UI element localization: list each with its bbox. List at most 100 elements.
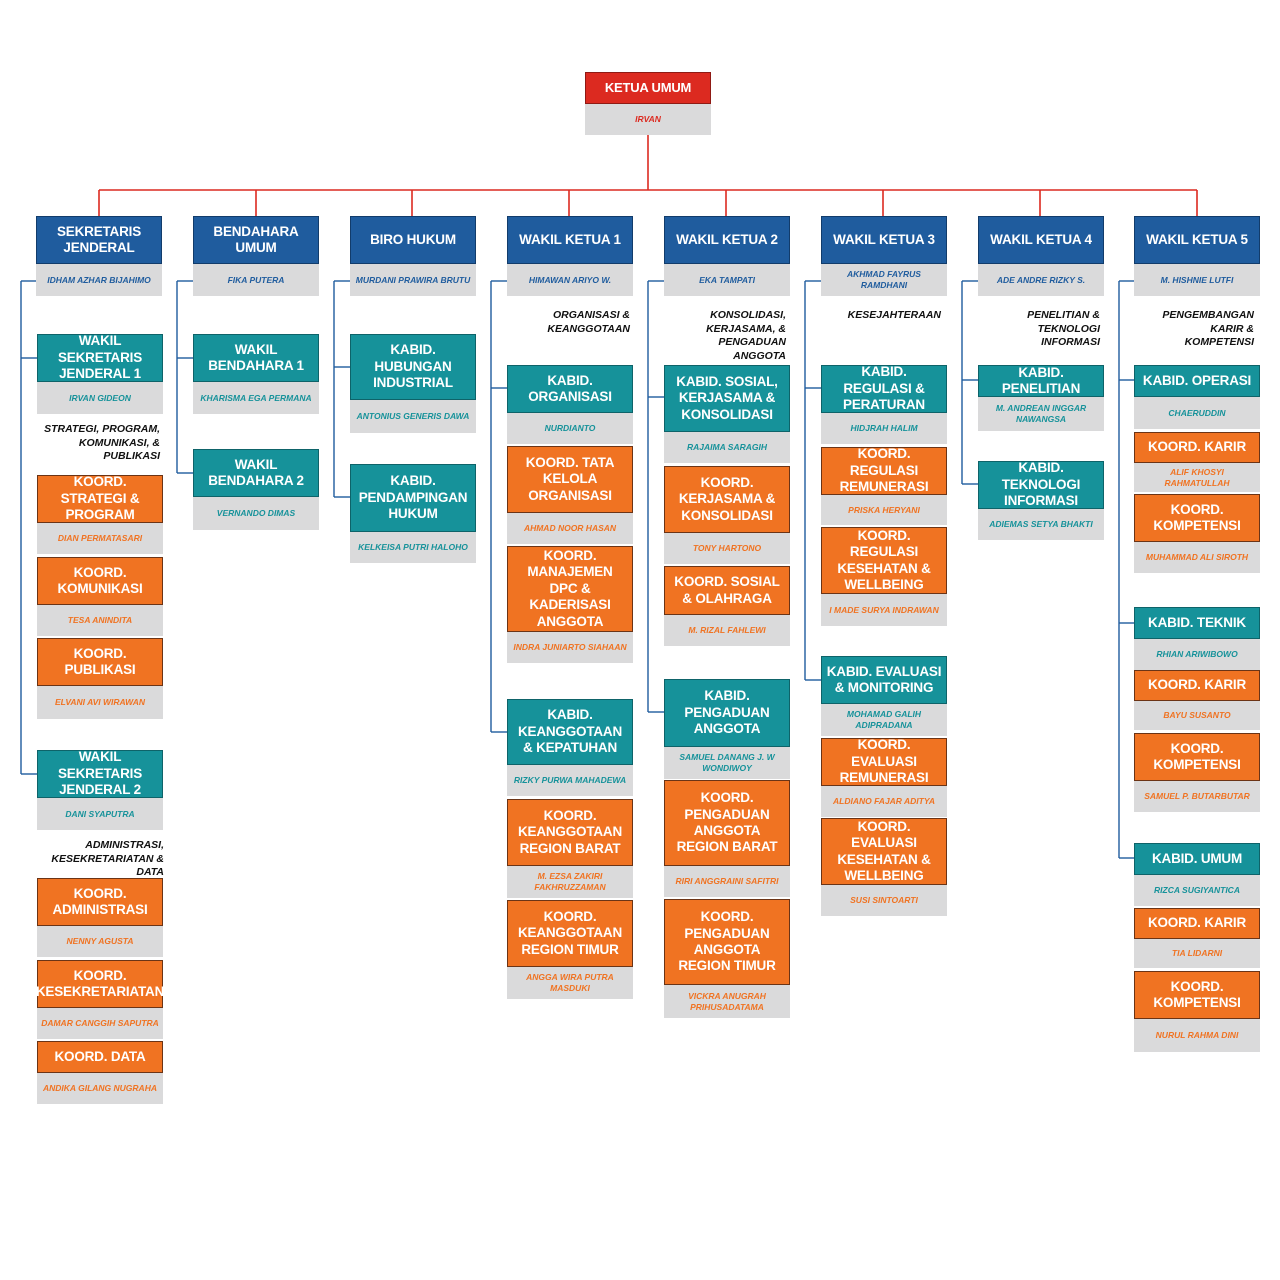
unit-name: ANGGA WIRA PUTRA MASDUKI [507,967,633,999]
unit-name-text: HIDJRAH HALIM [850,423,918,434]
unit-box: KOORD. REGULASI REMUNERASI [821,446,947,495]
unit-name-text: MOHAMAD GALIH ADIPRADANA [846,709,922,730]
unit-name: INDRA JUNIARTO SIAHAAN [507,632,633,663]
unit-name: RHIAN ARIWIBOWO [1134,639,1260,670]
unit-name: KHARISMA EGA PERMANA [193,382,319,414]
unit-name-text: RIZCA SUGIYANTICA [1154,885,1240,896]
unit-box: WAKIL BENDAHARA 2 [193,449,319,497]
unit-box: KOORD. KOMPETENSI [1134,733,1260,781]
unit-name: SAMUEL DANANG J. W WONDIWOY [664,747,790,779]
unit-name-text: RHIAN ARIWIBOWO [1156,649,1238,660]
bendahara-name: FIKA PUTERA [193,264,319,296]
unit-name: DAMAR CANGGIH SAPUTRA [37,1008,163,1039]
unit-title: KOORD. KOMPETENSI [1153,501,1241,533]
unit-title: KOORD. DATA [54,1048,146,1064]
wakil-ketua-2-box: WAKIL KETUA 2 [664,216,790,264]
unit-name: TESA ANINDITA [37,605,163,636]
unit-name-text: VERNANDO DIMAS [216,508,296,519]
unit-name-text: M. EZSA ZAKIRI FAKHRUZZAMAN [534,871,606,892]
unit-title: WAKIL BENDAHARA 1 [208,341,304,373]
unit-title: KOORD. KERJASAMA & KONSOLIDASI [678,474,776,523]
unit-name-text: RIZKY PURWA MAHADEWA [513,775,627,786]
unit-title: KOORD. PENGADUAN ANGGOTA REGION TIMUR [678,909,776,974]
unit-name: ANDIKA GILANG NUGRAHA [37,1073,163,1104]
wakil-ketua-3-title: WAKIL KETUA 3 [833,231,935,247]
unit-name-text: ANTONIUS GENERIS DAWA [356,411,470,422]
unit-box: KOORD. DATA [37,1041,163,1073]
unit-title: KOORD. KEANGGOTAAN REGION TIMUR [517,908,623,957]
bendahara-box: BENDAHARA UMUM [193,216,319,264]
unit-name-text: INDRA JUNIARTO SIAHAAN [513,642,627,653]
unit-title: KABID. REGULASI & PERATURAN [843,364,925,413]
wakil-ketua-1-name-text: HIMAWAN ARIYO W. [528,274,612,285]
unit-title: KABID. KEANGGOTAAN & KEPATUHAN [517,707,623,756]
unit-box: KOORD. EVALUASI KESEHATAN & WELLBEING [821,818,947,885]
unit-name: RIRI ANGGRAINI SAFITRI [664,866,790,897]
unit-name: MUHAMMAD ALI SIROTH [1134,542,1260,573]
unit-name-text: CHAERUDDIN [1168,407,1226,418]
unit-title: KOORD. KESEKRETARIATAN [35,967,165,999]
biro-hukum-box: BIRO HUKUM [350,216,476,264]
unit-box: KOORD. KARIR [1134,432,1260,463]
unit-name: DANI SYAPUTRA [37,798,163,830]
unit-name: RIZCA SUGIYANTICA [1134,875,1260,906]
unit-title: KOORD. SOSIAL & OLAHRAGA [674,574,780,606]
bendahara-name-text: FIKA PUTERA [227,274,285,285]
unit-title: KOORD. KARIR [1147,677,1247,693]
unit-name: DIAN PERMATASARI [37,523,163,554]
unit-box: KOORD. KOMUNIKASI [37,557,163,605]
unit-title: KOORD. REGULASI REMUNERASI [839,446,929,495]
unit-name-text: MUHAMMAD ALI SIROTH [1145,552,1249,563]
unit-title: KOORD. KEANGGOTAAN REGION BARAT [517,807,623,856]
unit-title: KABID. UMUM [1151,850,1243,866]
unit-name-text: SAMUEL P. BUTARBUTAR [1144,791,1250,802]
section-label: ADMINISTRASI, KESEKRETARIATAN & DATA [51,839,164,879]
unit-name: VERNANDO DIMAS [193,497,319,530]
unit-name: ALIF KHOSYI RAHMATULLAH [1134,463,1260,492]
unit-box: KOORD. KARIR [1134,908,1260,939]
unit-box: KABID. PENGADUAN ANGGOTA [664,679,790,747]
unit-title: KABID. OPERASI [1142,372,1252,388]
unit-name: KELKEISA PUTRI HALOHO [350,532,476,563]
unit-name: ADIEMAS SETYA BHAKTI [978,509,1104,540]
unit-box: KOORD. REGULASI KESEHATAN & WELLBEING [821,527,947,594]
unit-title: KABID. PENELITIAN [1001,364,1081,396]
unit-name: MOHAMAD GALIH ADIPRADANA [821,704,947,736]
wakil-ketua-1-name: HIMAWAN ARIYO W. [507,264,633,296]
unit-name: ALDIANO FAJAR ADITYA [821,786,947,817]
unit-name-text: DANI SYAPUTRA [65,808,135,819]
wakil-ketua-4-title: WAKIL KETUA 4 [990,231,1092,247]
unit-name-text: TONY HARTONO [692,543,762,554]
unit-name: I MADE SURYA INDRAWAN [821,594,947,626]
unit-name-text: RAJAIMA SARAGIH [687,442,767,453]
unit-title: KOORD. PENGADUAN ANGGOTA REGION BARAT [676,790,778,855]
wakil-ketua-2-title: WAKIL KETUA 2 [676,231,778,247]
unit-box: KOORD. PENGADUAN ANGGOTA REGION TIMUR [664,899,790,985]
ketua-umum-name-text: IRVAN [635,114,661,125]
unit-name-text: ELVANI AVI WIRAWAN [54,697,146,708]
unit-box: KOORD. KARIR [1134,670,1260,701]
unit-title: KABID. PENDAMPINGAN HUKUM [358,473,468,522]
unit-name-text: IRVAN GIDEON [69,392,131,403]
unit-name-text: DAMAR CANGGIH SAPUTRA [41,1018,159,1029]
unit-box: KOORD. KOMPETENSI [1134,494,1260,542]
unit-name: HIDJRAH HALIM [821,413,947,444]
unit-name-text: ANGGA WIRA PUTRA MASDUKI [526,972,614,993]
sub-connectors [20,280,1134,859]
wakil-ketua-2-name-text: EKA TAMPATI [699,274,755,285]
unit-box: WAKIL BENDAHARA 1 [193,334,319,382]
unit-name-text: VICKRA ANUGRAH PRIHUSADATAMA [688,990,766,1012]
unit-box: WAKIL SEKRETARIS JENDERAL 1 [37,333,163,382]
unit-name: AHMAD NOOR HASAN [507,513,633,544]
unit-title: KABID. TEKNIK [1148,614,1246,630]
unit-title: KOORD. TATA KELOLA ORGANISASI [525,454,615,503]
section-label: STRATEGI, PROGRAM, KOMUNIKASI, & PUBLIKA… [44,423,160,463]
unit-title: KOORD. PUBLIKASI [64,645,136,677]
unit-box: KABID. TEKNIK [1134,607,1260,639]
unit-title: WAKIL BENDAHARA 2 [208,456,304,488]
unit-title: WAKIL SEKRETARIS JENDERAL 1 [57,333,142,382]
wakil-ketua-4-box: WAKIL KETUA 4 [978,216,1104,264]
unit-name: NURUL RAHMA DINI [1134,1019,1260,1052]
wakil-ketua-4-name-text: ADE ANDRE RIZKY S. [996,274,1086,285]
